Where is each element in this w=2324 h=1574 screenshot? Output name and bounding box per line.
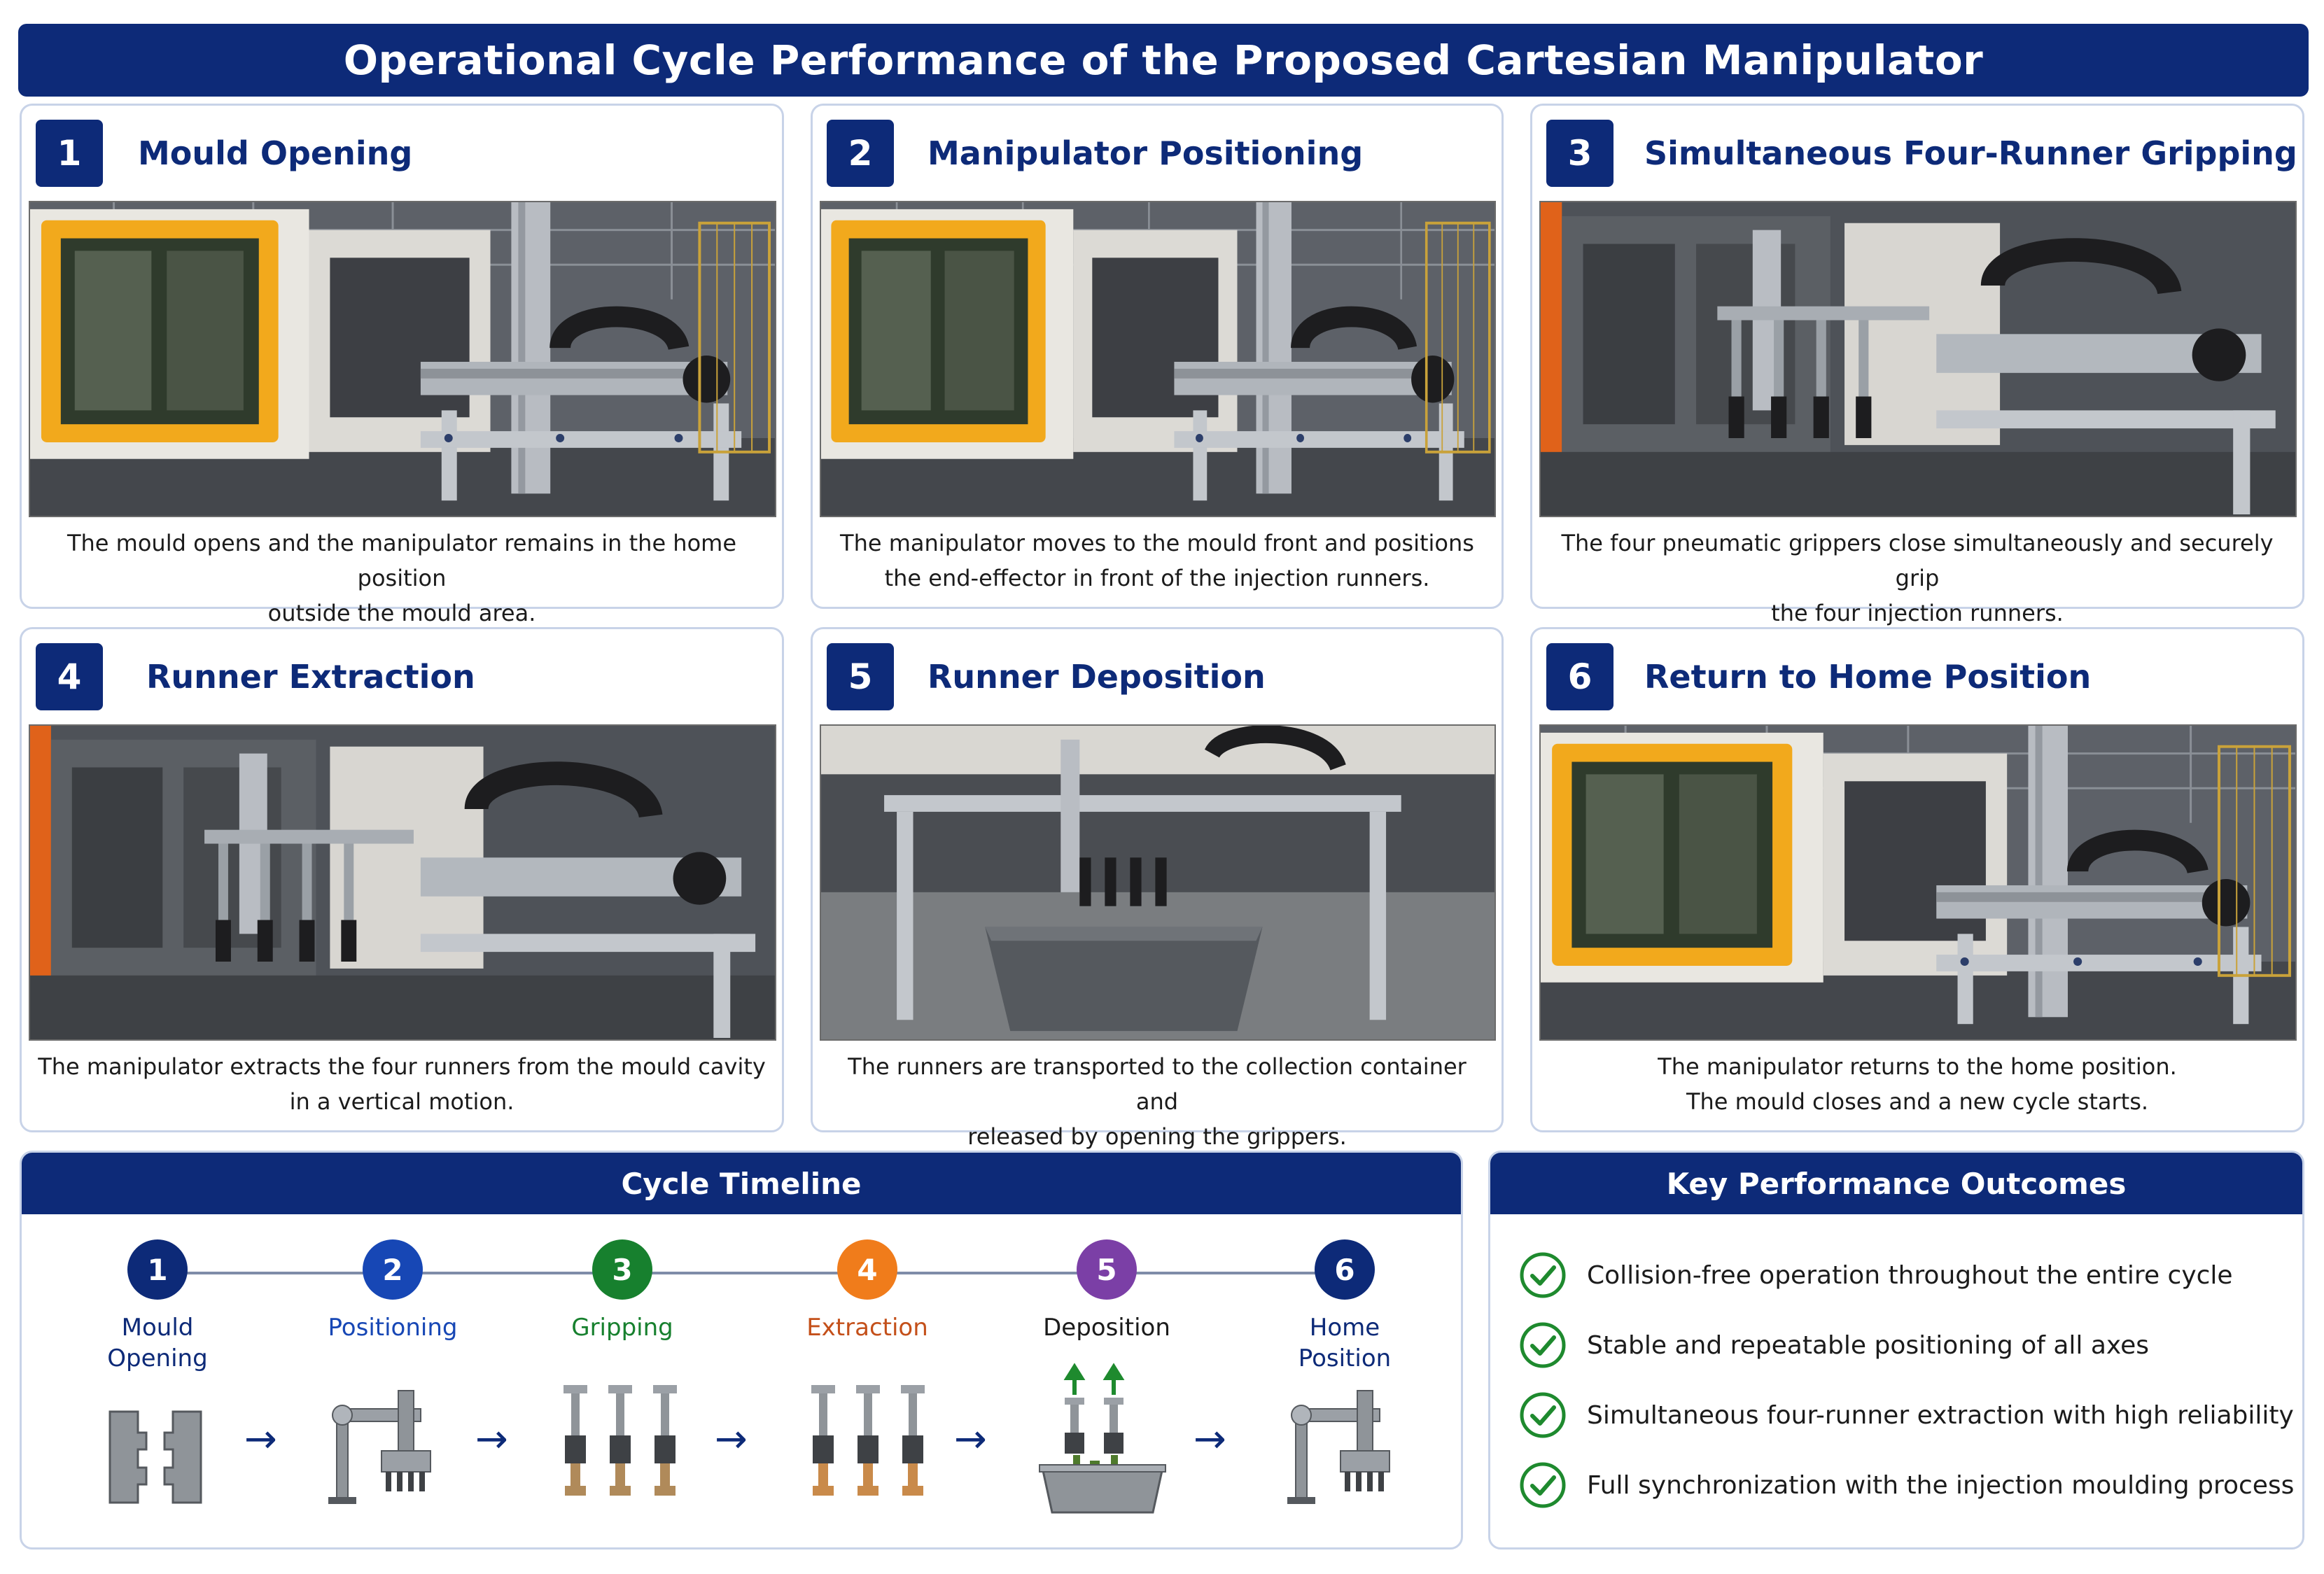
step-caption: The four pneumatic grippers close simult…: [1561, 530, 2274, 626]
step-panel-6: 6 Return to Home Position: [1530, 627, 2304, 1132]
check-circle-icon: [1520, 1322, 1566, 1368]
step-panel-5: 5 Runner Deposition The runners are tran…: [811, 627, 1504, 1150]
check-circle-icon: [1520, 1392, 1566, 1438]
timeline-step-6: 6 Home Position: [1254, 1239, 1436, 1374]
timeline-step-number: 5: [1077, 1239, 1137, 1300]
timeline-step-5: 5 Deposition: [1016, 1239, 1198, 1343]
timeline-step-label: Positioning: [328, 1314, 458, 1342]
grippers-closed-icon: [564, 1385, 677, 1496]
step-photo-manipulator-positioning: [820, 201, 1496, 517]
step-photo-return-home: [1539, 724, 2297, 1041]
step-panel-3: 3 Simultaneous Four-Runner Gripping The …: [1530, 104, 2304, 626]
step-photo-four-runner-gripping: [1539, 201, 2297, 517]
timeline-step-number: 1: [127, 1239, 188, 1300]
cycle-timeline-header: Cycle Timeline: [22, 1153, 1461, 1214]
deposition-bin-icon: [1039, 1363, 1166, 1514]
step-title: Manipulator Positioning: [927, 134, 1364, 172]
outcome-item: Full synchronization with the injection …: [1518, 1461, 2294, 1510]
timeline-step-number: 6: [1315, 1239, 1375, 1300]
step-title: Mould Opening: [138, 134, 413, 172]
arrow-right-icon: →: [475, 1417, 508, 1462]
runner-extraction-icon: [811, 1385, 925, 1496]
outcome-text: Collision-free operation throughout the …: [1587, 1260, 2233, 1290]
step-number-badge: 4: [36, 643, 103, 710]
outcome-item: Collision-free operation throughout the …: [1518, 1251, 2233, 1300]
step-caption: The manipulator moves to the mould front…: [840, 530, 1474, 591]
step-title: Return to Home Position: [1644, 658, 2092, 696]
timeline-step-label: Mould Opening: [107, 1314, 208, 1372]
page-title: Operational Cycle Performance of the Pro…: [18, 24, 2309, 97]
step-number-badge: 6: [1546, 643, 1614, 710]
arrow-right-icon: →: [954, 1417, 987, 1462]
key-performance-outcomes-header: Key Performance Outcomes: [1490, 1153, 2302, 1214]
step-photo-mould-opening: [29, 201, 776, 517]
outcome-text: Full synchronization with the injection …: [1587, 1470, 2295, 1500]
timeline-step-2: 2 Positioning: [302, 1239, 484, 1343]
check-circle-icon: [1520, 1462, 1566, 1508]
timeline-step-number: 2: [363, 1239, 423, 1300]
step-title: Simultaneous Four-Runner Gripping: [1644, 134, 2297, 172]
step-caption: The manipulator returns to the home posi…: [1658, 1053, 2177, 1115]
timeline-step-label: Home Position: [1298, 1314, 1392, 1372]
step-panel-1: 1 Mould Opening: [20, 104, 784, 626]
arrow-right-icon: →: [244, 1417, 277, 1462]
step-number-badge: 3: [1546, 120, 1614, 187]
step-photo-runner-deposition: [820, 724, 1496, 1041]
timeline-step-label: Extraction: [806, 1314, 928, 1342]
timeline-step-label: Gripping: [571, 1314, 673, 1342]
timeline-step-number: 3: [592, 1239, 652, 1300]
step-photo-runner-extraction: [29, 724, 776, 1041]
outcome-item: Simultaneous four-runner extraction with…: [1518, 1391, 2294, 1440]
step-caption: The manipulator extracts the four runner…: [38, 1053, 766, 1115]
outcome-text: Simultaneous four-runner extraction with…: [1587, 1400, 2294, 1430]
outcome-item: Stable and repeatable positioning of all…: [1518, 1321, 2149, 1370]
home-position-manipulator-icon: [1287, 1390, 1390, 1504]
step-caption: The mould opens and the manipulator rema…: [66, 530, 737, 626]
arrow-right-icon: →: [715, 1417, 748, 1462]
step-title: Runner Deposition: [927, 658, 1266, 696]
timeline-step-label: Deposition: [1043, 1314, 1170, 1342]
manipulator-positioning-icon: [328, 1390, 431, 1504]
key-performance-outcomes: Key Performance Outcomes Collision-free …: [1488, 1151, 2304, 1550]
step-number-badge: 1: [36, 120, 103, 187]
timeline-connector-line: [170, 1272, 1360, 1274]
step-number-badge: 2: [827, 120, 894, 187]
check-circle-icon: [1520, 1252, 1566, 1298]
timeline-step-4: 4 Extraction: [776, 1239, 958, 1343]
step-caption: The runners are transported to the colle…: [848, 1053, 1466, 1150]
timeline-step-1: 1 Mould Opening: [66, 1239, 248, 1374]
step-panel-2: 2 Manipulator Positioning: [811, 104, 1504, 609]
step-panel-4: 4 Runner Extraction The manipulator extr…: [20, 627, 784, 1132]
step-number-badge: 5: [827, 643, 894, 710]
cycle-timeline: Cycle Timeline 1 Mould Opening 2 Positio…: [20, 1151, 1463, 1550]
timeline-step-3: 3 Gripping: [531, 1239, 713, 1343]
arrow-right-icon: →: [1194, 1417, 1226, 1462]
outcome-text: Stable and repeatable positioning of all…: [1587, 1330, 2150, 1360]
timeline-step-number: 4: [837, 1239, 897, 1300]
step-title: Runner Extraction: [146, 658, 475, 696]
mould-halves-icon: [108, 1410, 202, 1504]
